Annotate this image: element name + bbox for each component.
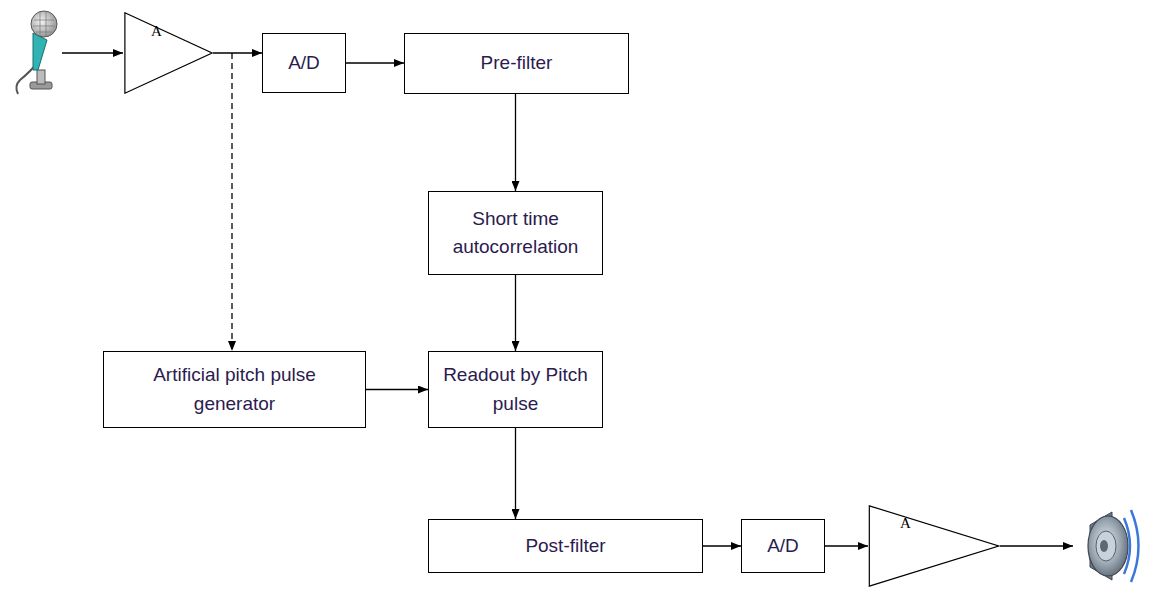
signal-connector [825,545,868,546]
box-label: Pre-filter [481,49,553,78]
box-label: Artificial pitch pulse generator [112,361,357,418]
amplifier: A [868,505,1000,587]
converter-box: A/D [741,519,825,573]
signal-connector [213,52,262,53]
process-box: Readout by Pitch pulse [428,351,603,428]
process-box: Post-filter [428,519,703,573]
signal-connector [703,545,741,546]
amplifier-symbol [868,505,1000,587]
box-label: Post-filter [525,532,605,561]
signal-connector [366,389,428,390]
signal-connector [515,428,516,519]
box-label: A/D [288,49,320,78]
signal-arrow [1000,545,1073,546]
process-box: Pre-filter [404,33,629,94]
microphone-icon [16,11,57,94]
amplifier: A [124,12,213,94]
signal-arrow [62,52,123,53]
signal-connector [346,62,404,63]
speaker-icon [1088,510,1139,582]
amplifier-label: A [900,516,911,531]
box-label: Short time autocorrelation [437,205,594,262]
box-label: Readout by Pitch pulse [437,361,594,418]
process-box: Short time autocorrelation [428,191,603,275]
amplifier-symbol [124,12,213,94]
dashed-connector [231,53,232,351]
signal-connector [515,94,516,191]
box-label: A/D [767,532,799,561]
process-box: Artificial pitch pulse generator [103,351,366,428]
converter-box: A/D [262,33,346,93]
amplifier-label: A [151,24,162,39]
signal-connector [515,275,516,351]
